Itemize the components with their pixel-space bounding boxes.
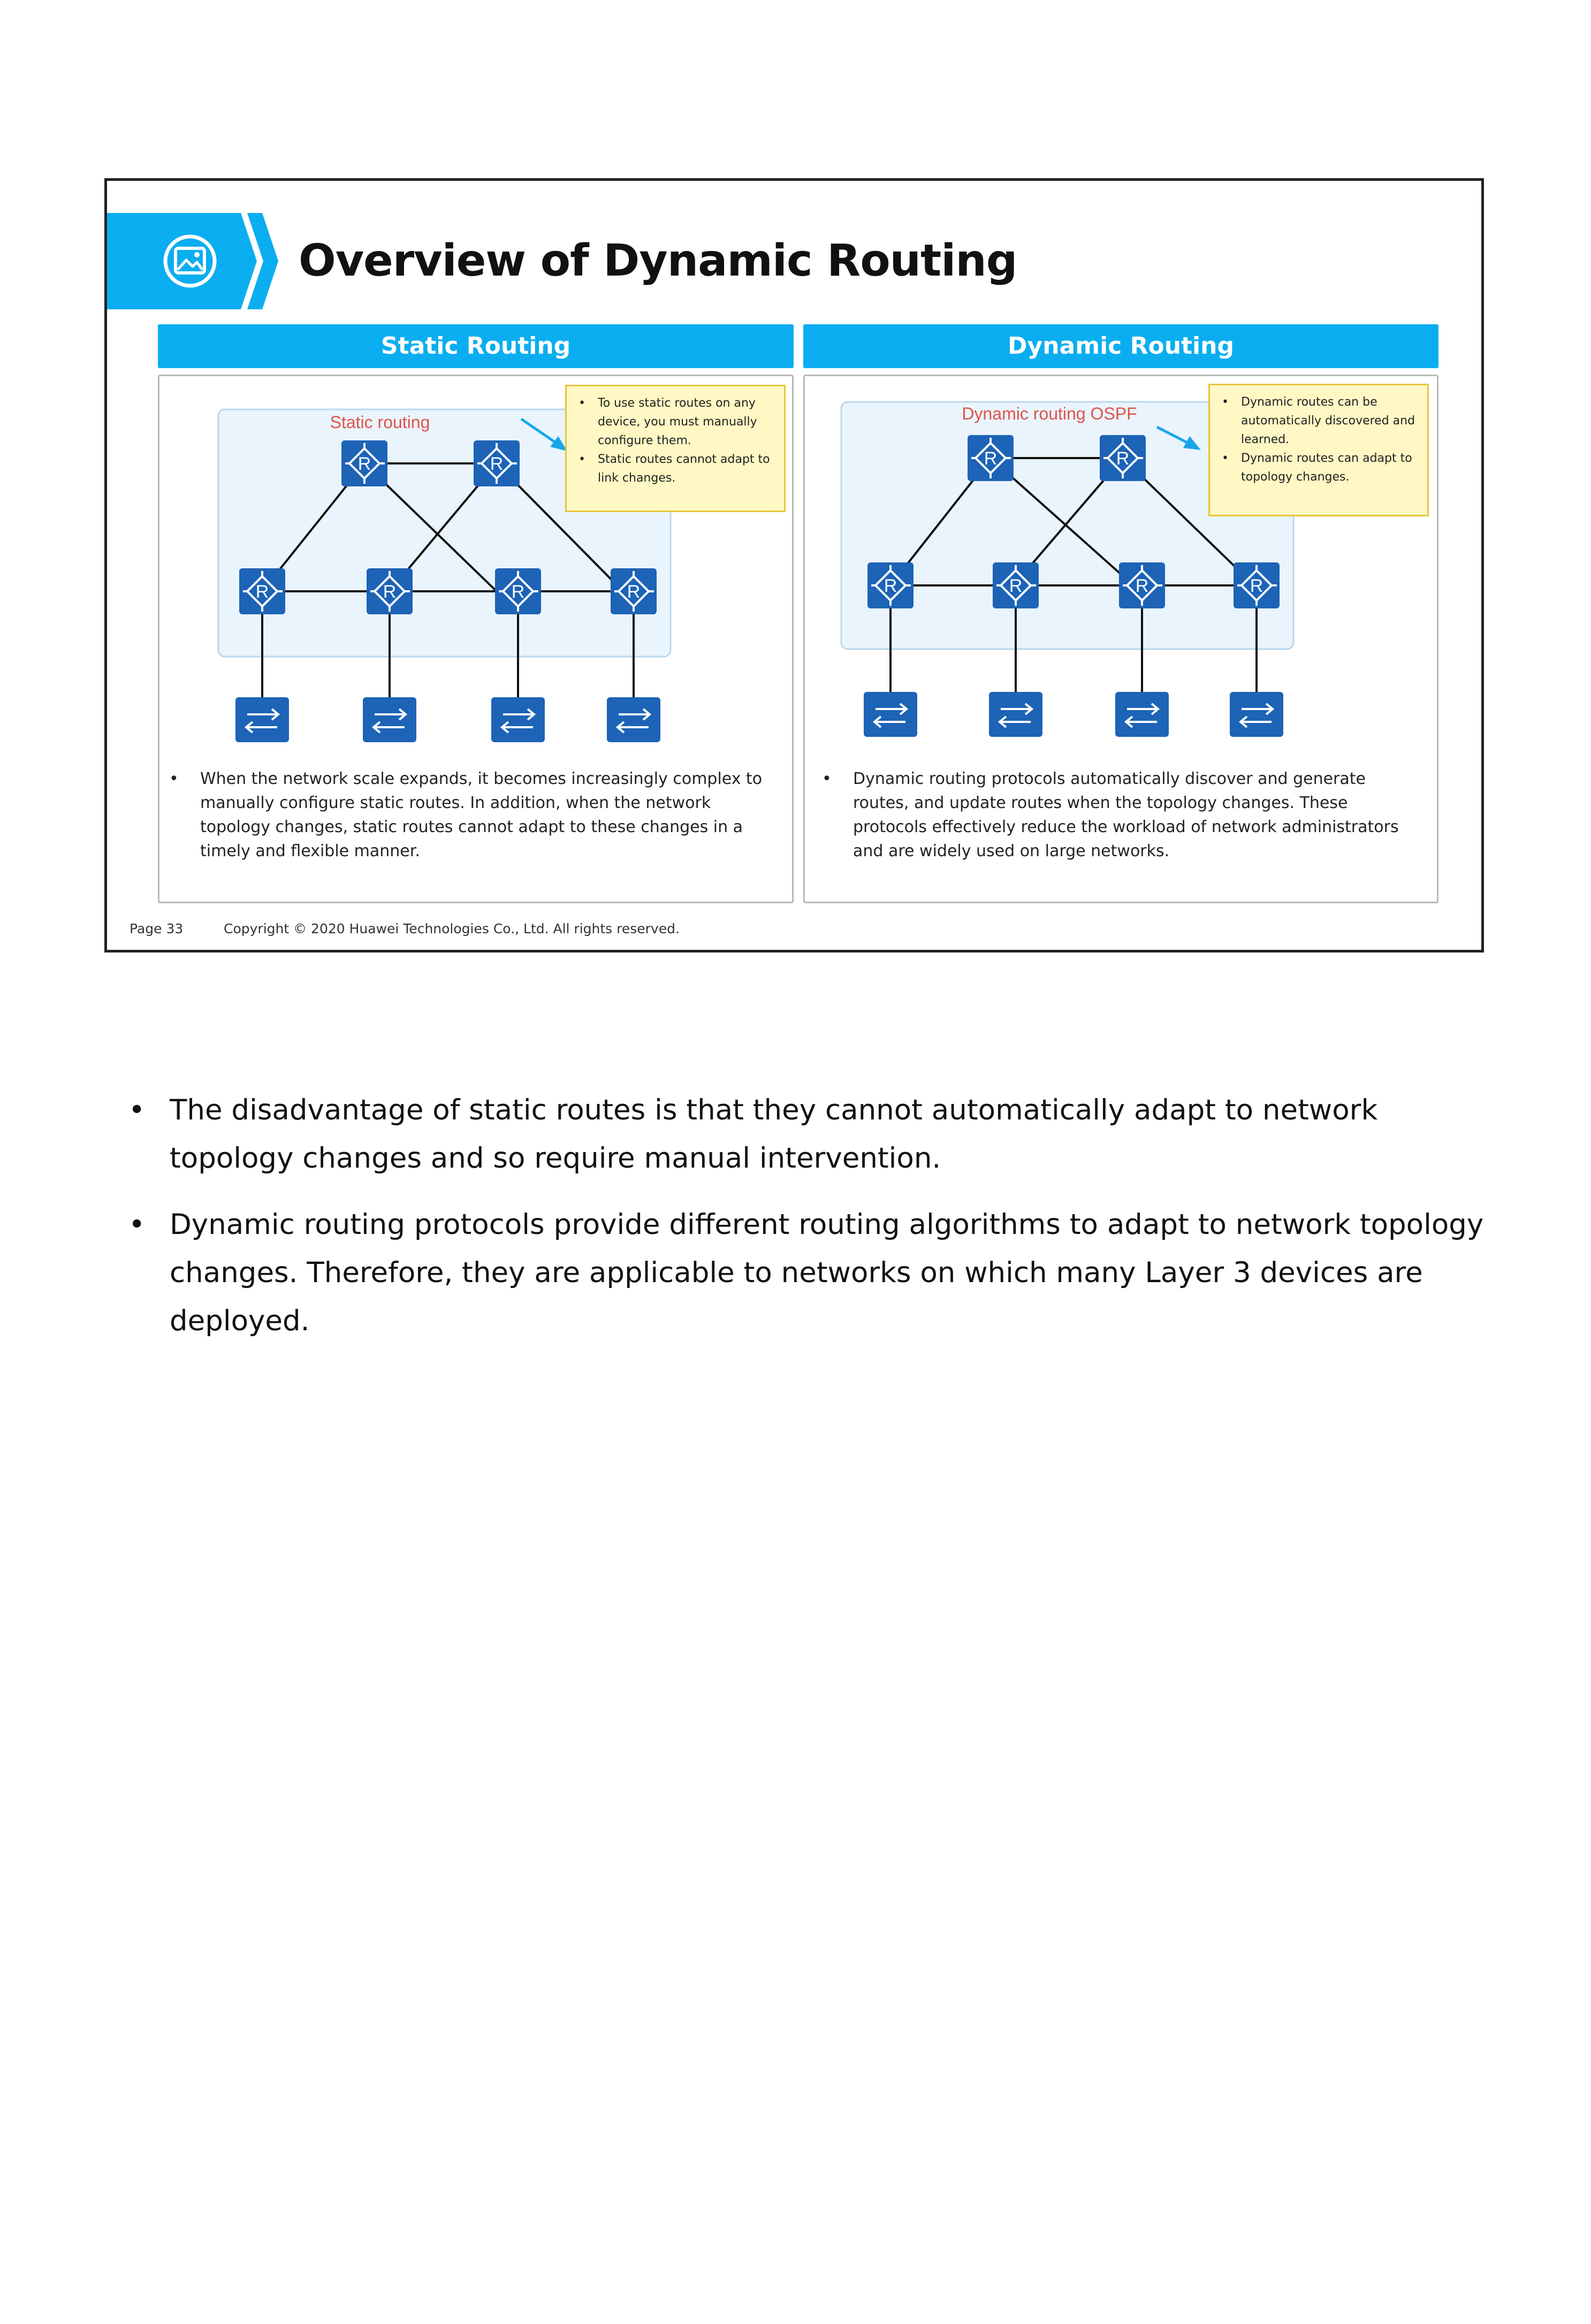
router-letter: R — [256, 582, 269, 602]
list-item-text: Dynamic routing protocols provide differ… — [170, 1208, 1484, 1337]
router-letter: R — [490, 454, 504, 474]
callout-item: Dynamic routes can be automatically disc… — [1220, 393, 1418, 449]
dynamic-routing-label: Dynamic routing OSPF — [962, 404, 1137, 423]
static-routing-callout: To use static routes on any device, you … — [565, 385, 786, 512]
dynamic-routing-panel: R R R R R R Dynamic routing OSPF Dynamic rout… — [803, 375, 1438, 903]
router-icon: R — [611, 568, 657, 614]
router-letter: R — [1116, 448, 1130, 469]
router-icon: R — [968, 435, 1014, 481]
router-icon: R — [341, 440, 387, 486]
title-banner — [107, 213, 278, 309]
router-letter: R — [984, 448, 998, 469]
static-routing-panel: R R R R R R Static routing To use static rout… — [158, 375, 794, 903]
static-routing-header: Static Routing — [158, 324, 794, 368]
router-letter: R — [358, 454, 371, 474]
router-icon: R — [495, 568, 541, 614]
router-letter: R — [512, 582, 525, 602]
bullet: • — [822, 769, 832, 788]
switch-icon — [1115, 692, 1169, 737]
router-letter: R — [383, 582, 397, 602]
switch-icon — [491, 697, 545, 742]
switch-icon — [864, 692, 917, 737]
router-icon: R — [474, 440, 520, 486]
list-item: • The disadvantage of static routes is t… — [128, 1086, 1498, 1183]
static-routing-diagram: R R R R R R Static routing — [217, 408, 672, 742]
image-icon — [163, 234, 217, 288]
router-icon: R — [993, 562, 1039, 608]
bullet: • — [169, 769, 179, 788]
static-routing-label: Static routing — [330, 413, 430, 432]
copyright-notice: Copyright © 2020 Huawei Technologies Co.… — [224, 921, 680, 936]
router-letter: R — [884, 576, 897, 596]
dynamic-routing-diagram: R R R R R R Dynamic routing OSPF — [840, 401, 1295, 737]
static-routing-description: • When the network scale expands, it bec… — [169, 767, 779, 863]
list-item-text: The disadvantage of static routes is tha… — [170, 1094, 1378, 1175]
dynamic-routing-header: Dynamic Routing — [803, 324, 1438, 368]
router-icon: R — [367, 568, 413, 614]
slide-frame: Overview of Dynamic Routing Static Routi… — [104, 178, 1484, 953]
switch-icon — [607, 697, 660, 742]
router-icon: R — [867, 562, 914, 608]
arrow-icon — [1156, 425, 1201, 450]
notes-list: • The disadvantage of static routes is t… — [128, 1086, 1498, 1363]
router-letter: R — [1136, 576, 1149, 596]
static-routing-description-text: When the network scale expands, it becom… — [200, 769, 763, 860]
bullet: • — [128, 1208, 146, 1241]
switch-icon — [1230, 692, 1283, 737]
switch-icon — [363, 697, 416, 742]
router-icon: R — [239, 568, 285, 614]
switch-icon — [235, 697, 289, 742]
bullet: • — [128, 1094, 146, 1126]
callout-item: Dynamic routes can adapt to topology cha… — [1220, 449, 1418, 486]
dynamic-routing-description-text: Dynamic routing protocols automatically … — [853, 769, 1399, 860]
router-letter: R — [1009, 576, 1023, 596]
dynamic-routing-callout: Dynamic routes can be automatically disc… — [1208, 384, 1429, 516]
slide-title: Overview of Dynamic Routing — [299, 235, 1017, 286]
router-letter: R — [1250, 576, 1263, 596]
arrow-icon — [520, 417, 567, 451]
list-item: • Dynamic routing protocols provide diff… — [128, 1201, 1498, 1345]
page-number: Page 33 — [130, 921, 184, 936]
callout-item: Static routes cannot adapt to link chang… — [576, 450, 774, 487]
router-icon: R — [1119, 562, 1165, 608]
router-icon: R — [1100, 435, 1146, 481]
switch-icon — [989, 692, 1042, 737]
callout-item: To use static routes on any device, you … — [576, 394, 774, 450]
dynamic-routing-description: • Dynamic routing protocols automaticall… — [822, 767, 1421, 863]
routing-area — [217, 408, 672, 658]
router-letter: R — [627, 582, 641, 602]
router-icon: R — [1234, 562, 1280, 608]
